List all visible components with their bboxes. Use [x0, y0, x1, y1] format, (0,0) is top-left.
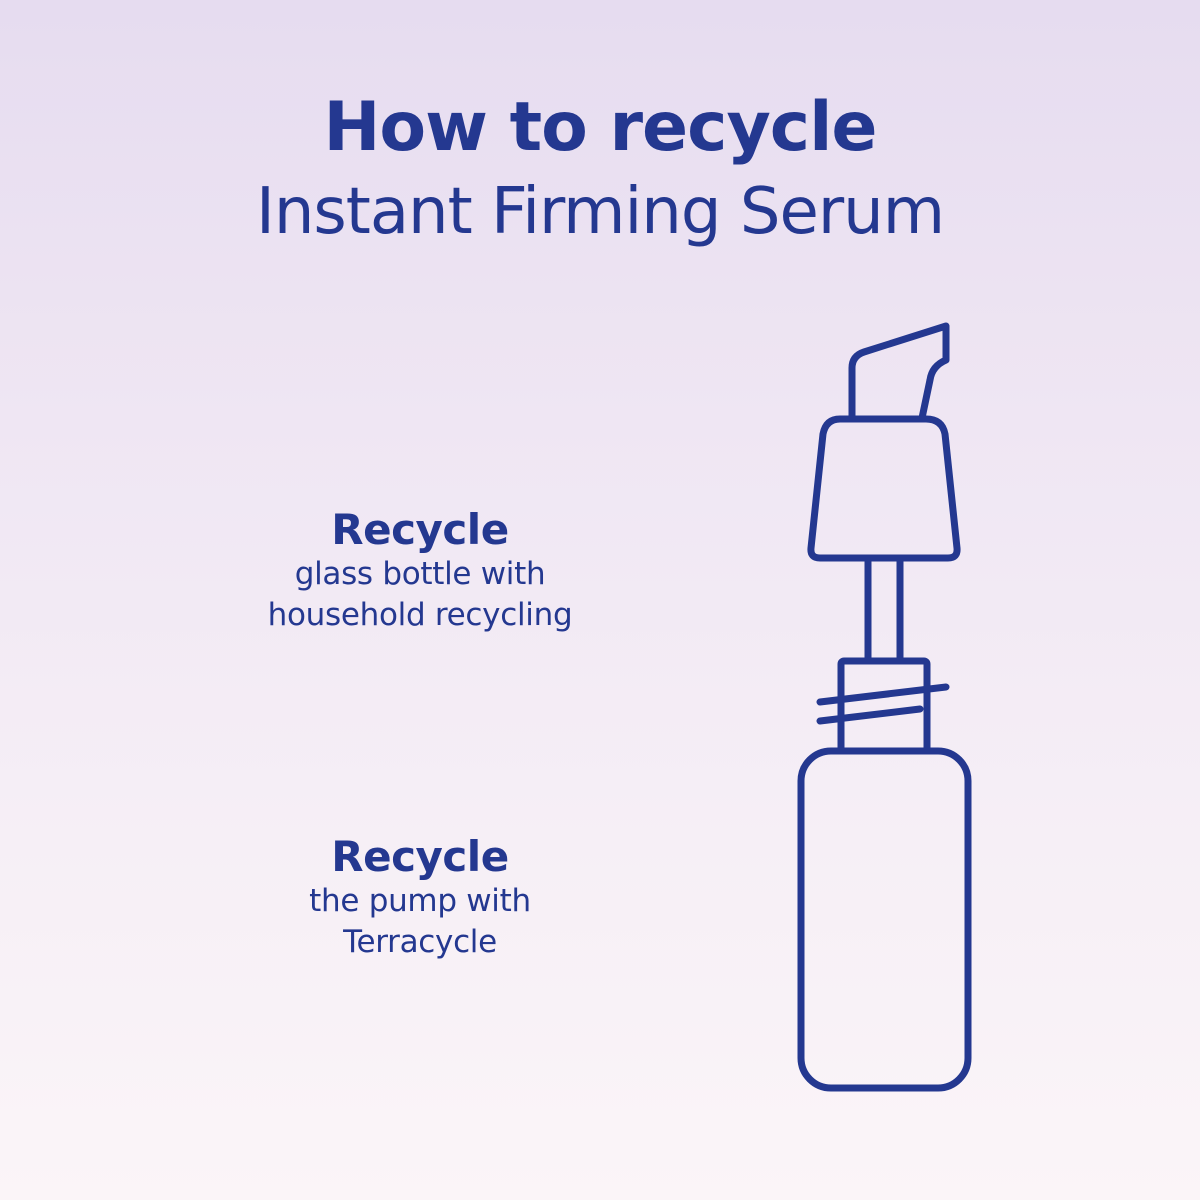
- recycle-step-bottle: Recycle glass bottle with household recy…: [220, 506, 620, 636]
- step-text-line: the pump with: [309, 883, 531, 919]
- step-text-line: Terracycle: [343, 924, 497, 960]
- product-name: Instant Firming Serum: [255, 175, 945, 249]
- title-block: How to recycle Instant Firming Serum: [0, 86, 1200, 254]
- bottle-body: [797, 747, 972, 1092]
- thread-line: [816, 683, 950, 706]
- step-text-line: glass bottle with: [294, 556, 546, 592]
- step-heading: Recycle: [331, 505, 509, 554]
- pump-nozzle: [848, 322, 950, 422]
- pump-stem: [864, 554, 904, 665]
- recycle-step-pump: Recycle the pump with Terracycle: [220, 833, 620, 963]
- bottle-neck: [837, 657, 931, 755]
- pump-head: [807, 415, 961, 562]
- pump-bottle-icon: [797, 322, 972, 1092]
- step-heading: Recycle: [331, 832, 509, 881]
- thread-line: [816, 705, 924, 725]
- page-title: How to recycle: [323, 88, 877, 167]
- step-text-line: household recycling: [267, 597, 573, 633]
